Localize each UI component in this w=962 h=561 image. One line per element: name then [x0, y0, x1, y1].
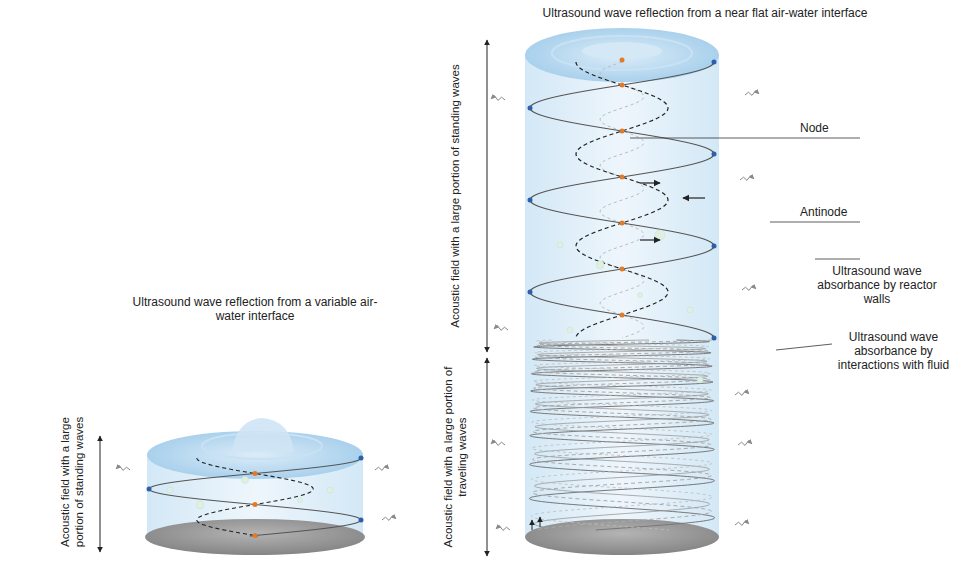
- leader-line: [815, 259, 860, 260]
- node-dot: [253, 471, 258, 476]
- bubble: [687, 307, 693, 313]
- antinode-dot: [528, 198, 533, 203]
- bubble: [298, 498, 303, 503]
- surface-ripple: [582, 42, 662, 60]
- bubble: [196, 501, 204, 509]
- water-surface: [525, 28, 719, 82]
- absorbance-squiggle: [116, 466, 130, 471]
- motion-arrow: [640, 239, 660, 240]
- node-dot: [620, 175, 625, 180]
- tall-reactor: [525, 28, 719, 555]
- antinode-dot: [712, 60, 717, 65]
- panel-title: Ultrasound wave reflection from a near f…: [470, 6, 940, 20]
- decorations: [116, 91, 759, 531]
- bubble: [638, 293, 643, 298]
- surface-dome: [232, 418, 294, 452]
- absorbance-squiggle: [496, 526, 510, 531]
- reactor-body: [525, 55, 719, 537]
- standing-wave: [530, 62, 714, 338]
- absorbance-squiggle: [738, 441, 752, 446]
- absorbance-squiggle: [491, 441, 505, 446]
- motion-arrow: [683, 197, 705, 198]
- callout-label: Node: [800, 121, 870, 135]
- region-label: Acoustic field with a large portion of s…: [58, 407, 86, 557]
- antinode-dot: [712, 152, 717, 157]
- bubble: [697, 377, 703, 383]
- absorbance-squiggle: [491, 96, 505, 101]
- standing-wave: [149, 458, 361, 536]
- absorbance-squiggle: [742, 286, 756, 291]
- bubble: [557, 242, 563, 248]
- node-dot: [620, 313, 625, 318]
- bubble: [567, 327, 573, 333]
- transducer-plate: [525, 519, 719, 555]
- absorbance-squiggle: [382, 516, 396, 521]
- antinode-dot: [712, 244, 717, 249]
- absorbance-squiggle: [735, 391, 749, 396]
- standing-wave: [600, 62, 644, 338]
- leader-line: [776, 344, 832, 350]
- range-arrow: [487, 40, 488, 352]
- standing-wave: [576, 62, 668, 338]
- absorbance-squiggle: [494, 326, 508, 331]
- absorbance-squiggle: [375, 466, 389, 471]
- antinode-dot: [528, 106, 533, 111]
- emission-arrow: [532, 520, 533, 530]
- region-label: Acoustic field with a large portion of s…: [448, 46, 462, 346]
- bubble: [327, 487, 333, 493]
- antinode-dot: [359, 456, 364, 461]
- callout-label: Ultrasound wave absorbance by reactor wa…: [812, 264, 942, 306]
- small-reactor: [145, 418, 365, 555]
- node-dot: [620, 83, 625, 88]
- absorbance-squiggle: [735, 521, 749, 526]
- range-arrow: [487, 358, 488, 556]
- node-dot: [253, 533, 258, 538]
- bubble: [167, 487, 173, 493]
- absorbance-squiggle: [745, 91, 759, 96]
- antinode-dot: [528, 290, 533, 295]
- leader-line: [770, 222, 860, 223]
- antinode-dot: [147, 487, 152, 492]
- node-dot: [620, 267, 625, 272]
- bubble: [655, 230, 665, 240]
- panel-title: Ultrasound wave reflection from a variab…: [130, 295, 380, 323]
- traveling-wave: [529, 340, 714, 530]
- transducer-plate: [145, 519, 365, 555]
- callout-label: Antinode: [800, 205, 880, 219]
- node-dot: [620, 58, 625, 63]
- emission-arrow: [540, 517, 541, 527]
- traveling-wave: [532, 340, 711, 530]
- bubble: [596, 261, 604, 269]
- node-dot: [620, 129, 625, 134]
- absorbance-squiggle: [740, 176, 754, 181]
- antinode-dot: [359, 518, 364, 523]
- leader-line: [630, 138, 860, 139]
- bubble: [242, 477, 249, 484]
- surface-ripple: [552, 36, 692, 70]
- traveling-wave: [534, 340, 709, 530]
- motion-arrow: [640, 182, 660, 183]
- node-dot: [620, 221, 625, 226]
- region-label: Acoustic field with a large portion of t…: [441, 359, 469, 555]
- callout-label: Ultrasound wave absorbance by interactio…: [836, 330, 951, 372]
- traveling-wave: [531, 340, 712, 530]
- range-arrow: [100, 436, 101, 552]
- antinode-dot: [712, 336, 717, 341]
- node-dot: [253, 502, 258, 507]
